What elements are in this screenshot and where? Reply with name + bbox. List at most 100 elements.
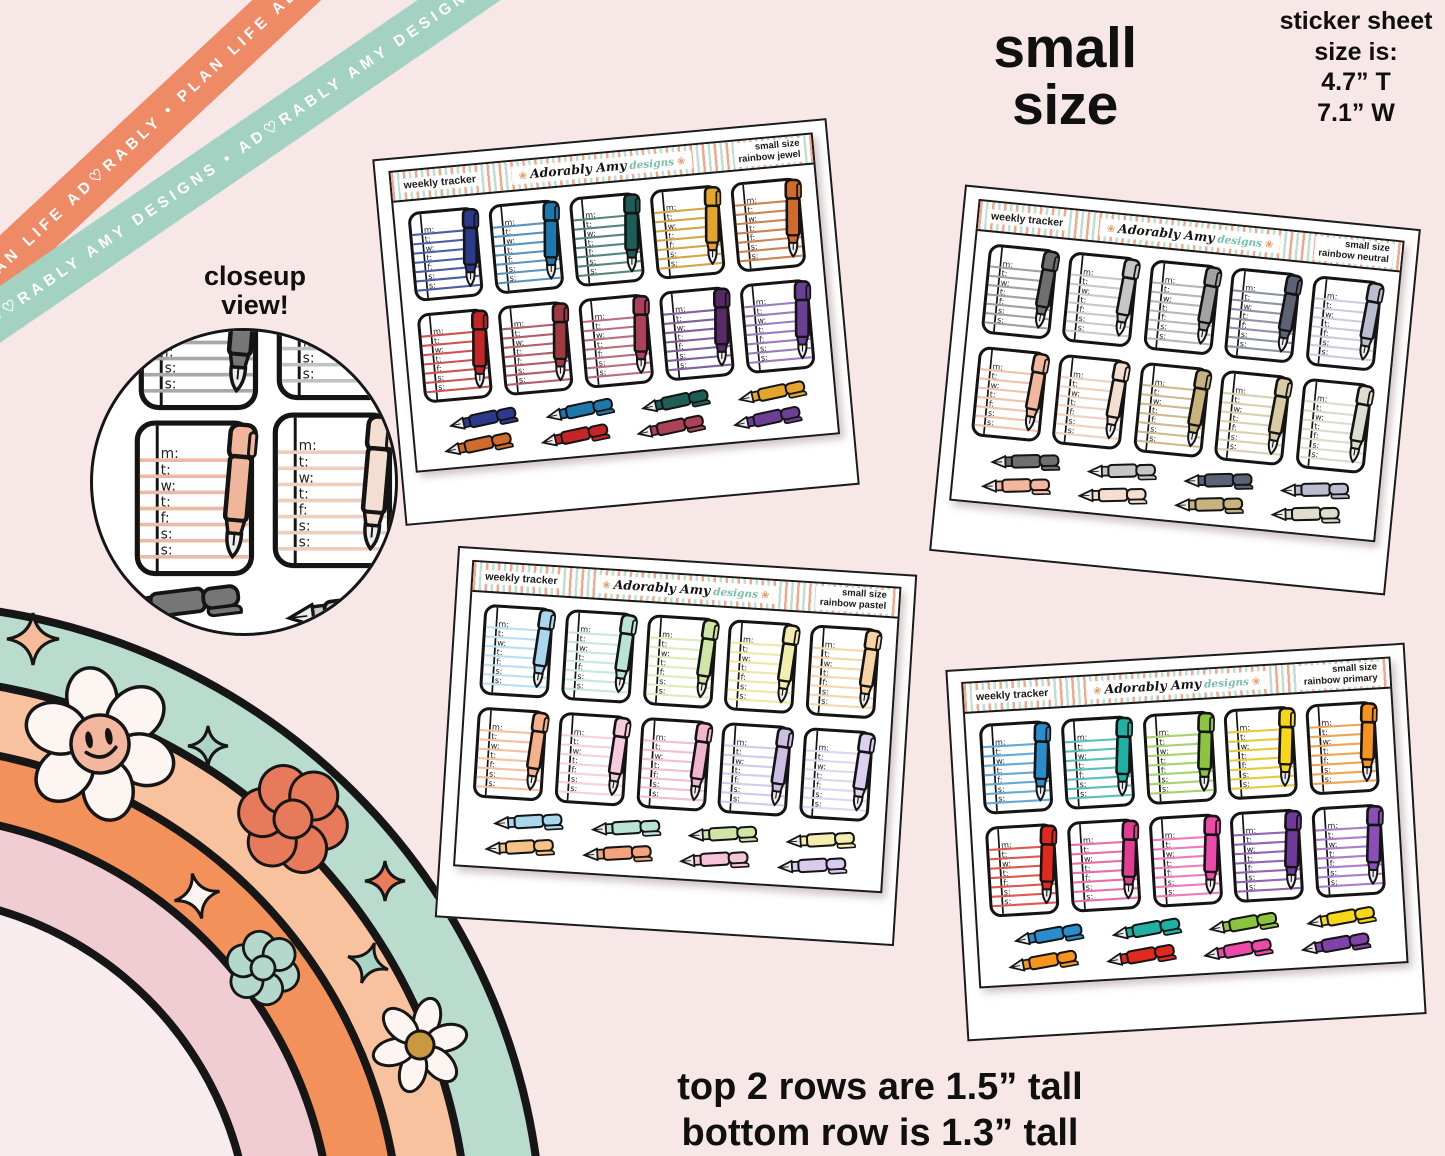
- svg-text:f:: f:: [997, 774, 1003, 784]
- svg-text:f:: f:: [1323, 329, 1329, 338]
- svg-text:m:: m:: [1001, 839, 1012, 850]
- size-note-line: 7.1” W: [1317, 98, 1395, 127]
- svg-text:t:: t:: [505, 227, 512, 236]
- svg-text:s:: s:: [1004, 896, 1012, 906]
- svg-text:s:: s:: [570, 783, 578, 793]
- svg-text:s:: s:: [1069, 416, 1077, 426]
- pen-on-notebook-icon: [1366, 804, 1385, 886]
- svg-text:w:: w:: [1247, 844, 1256, 855]
- svg-text:s:: s:: [1086, 891, 1094, 901]
- svg-text:t:: t:: [1072, 379, 1079, 389]
- pen-on-notebook-icon: [364, 331, 395, 384]
- svg-text:t:: t:: [676, 314, 683, 323]
- svg-text:t:: t:: [1232, 413, 1239, 423]
- svg-text:s:: s:: [576, 680, 584, 690]
- svg-text:f:: f:: [1079, 770, 1085, 780]
- brand-suffix: designs: [712, 586, 759, 601]
- pen-sticker-grid: [977, 898, 1406, 982]
- svg-text:m:: m:: [433, 326, 444, 336]
- notebook-sticker: m:t:w:t:f:s:s:: [1060, 715, 1135, 810]
- svg-text:t:: t:: [756, 307, 763, 316]
- svg-text:m:: m:: [573, 727, 584, 738]
- closeup-view-label: closeup view!: [148, 261, 362, 320]
- svg-text:t:: t:: [996, 765, 1002, 775]
- svg-text:t:: t:: [1325, 301, 1332, 311]
- sparkle-star-icon: [347, 942, 389, 984]
- pen-on-notebook-icon: [1033, 721, 1052, 802]
- svg-text:t:: t:: [758, 325, 765, 334]
- pen-sticker-grid: [951, 439, 1379, 539]
- notebook-sticker: m:t:w:t:f:s:s:: [659, 286, 735, 381]
- notebook-sticker: m:t:w:t:f:s:s:: [569, 192, 645, 287]
- svg-text:s:: s:: [987, 417, 995, 427]
- svg-text:t:: t:: [1165, 839, 1171, 849]
- fountain-pen-sticker: [1077, 487, 1148, 505]
- svg-text:m:: m:: [1073, 369, 1084, 379]
- teal-flower: [225, 929, 301, 1007]
- svg-text:f:: f:: [1323, 755, 1329, 765]
- notebook-sticker: m:t:w:t:f:s:s:: [642, 614, 720, 709]
- headline-line: size: [1012, 73, 1118, 137]
- notebook-sticker-grid: m:t:w:t:f:s:s: m:t:w:t:f:s:s: m:t:w:t:f:…: [459, 592, 897, 828]
- svg-text:s:: s:: [428, 272, 436, 282]
- fountain-pen-sticker: [540, 423, 610, 447]
- svg-text:t:: t:: [660, 657, 667, 667]
- notebook-sticker: m:t:w:t:f:s:s:: [1305, 276, 1385, 371]
- svg-text:t:: t:: [677, 333, 684, 342]
- svg-text:f:: f:: [588, 248, 594, 257]
- svg-text:m:: m:: [299, 438, 317, 454]
- svg-text:f:: f:: [741, 672, 747, 682]
- closeup-sticker: m:t:w:t:f:s:s:: [275, 331, 395, 404]
- svg-text:t:: t:: [1313, 421, 1320, 431]
- svg-text:m:: m:: [743, 634, 754, 645]
- svg-text:m:: m:: [1158, 727, 1169, 738]
- svg-text:t:: t:: [668, 231, 675, 240]
- svg-text:s:: s:: [489, 768, 497, 778]
- notebook-sticker: m:t:w:t:f:s:s:: [1230, 808, 1305, 903]
- svg-text:t:: t:: [749, 224, 756, 233]
- closeup-sticker: [107, 579, 259, 625]
- svg-text:t:: t:: [507, 246, 514, 255]
- svg-text:t:: t:: [1315, 403, 1322, 413]
- svg-text:t:: t:: [1153, 387, 1160, 397]
- fountain-pen-sticker: [484, 838, 555, 856]
- fountain-pen-sticker: [1208, 911, 1280, 934]
- svg-text:s:: s:: [518, 366, 526, 376]
- pen-on-notebook-icon: [1284, 809, 1303, 891]
- fountain-pen-sticker: [110, 584, 244, 620]
- svg-text:t:: t:: [991, 371, 998, 381]
- sheet-corner-label: weekly tracker: [971, 685, 1053, 705]
- svg-text:t:: t:: [1166, 858, 1172, 868]
- svg-text:t:: t:: [654, 741, 661, 751]
- svg-text:t:: t:: [1323, 746, 1329, 756]
- svg-text:w:: w:: [1077, 751, 1086, 762]
- notebook-sticker: m:t:w:t:f:s:s:: [971, 346, 1051, 441]
- svg-text:f:: f:: [1069, 407, 1075, 416]
- notebook-sticker: m:t:w:t:f:s:s:: [417, 308, 493, 403]
- svg-text:s:: s:: [998, 306, 1006, 316]
- svg-text:s:: s:: [1068, 425, 1076, 435]
- svg-text:s:: s:: [733, 793, 741, 803]
- svg-text:s:: s:: [1330, 867, 1338, 877]
- sparkle-star-icon: [173, 872, 221, 920]
- pen-on-notebook-icon: [1202, 814, 1221, 895]
- svg-text:m:: m:: [1083, 267, 1094, 277]
- pen-on-notebook-icon: [1359, 702, 1378, 783]
- svg-text:w:: w:: [1322, 736, 1331, 747]
- svg-text:s:: s:: [429, 281, 437, 291]
- svg-text:w:: w:: [1081, 286, 1091, 296]
- svg-text:m:: m:: [1164, 275, 1175, 285]
- svg-text:w:: w:: [596, 330, 606, 340]
- svg-text:s:: s:: [589, 257, 597, 267]
- svg-text:s:: s:: [671, 259, 679, 269]
- sparkle-star-icon: [187, 725, 229, 767]
- fountain-pen-sticker: [776, 856, 847, 874]
- svg-text:f:: f:: [303, 335, 312, 351]
- headline-small-size: small size: [880, 20, 1250, 134]
- svg-text:f:: f:: [1248, 863, 1254, 873]
- svg-text:s:: s:: [1321, 347, 1329, 357]
- svg-text:f:: f:: [653, 769, 659, 779]
